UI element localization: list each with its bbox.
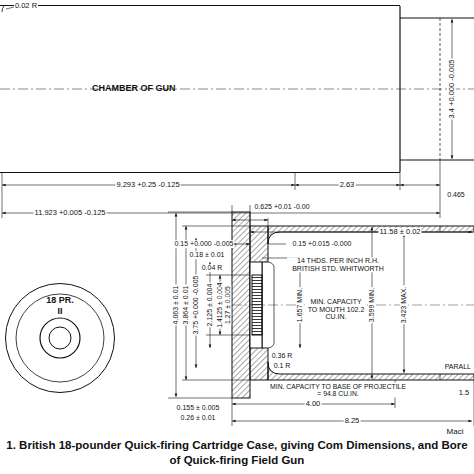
dimension-label: 11.923 +0.005 -0.125 bbox=[34, 209, 107, 217]
dimension-label: 0.625 +0.01 -0.00 bbox=[253, 203, 310, 211]
dimension-label: 3.75 +0.000 -0.005 bbox=[192, 275, 200, 336]
dimension-label: 0.36 R bbox=[271, 352, 294, 360]
dimension-label: 0.155 ± 0.005 bbox=[176, 404, 221, 412]
dimension-label: 3.599 MIN. bbox=[368, 287, 376, 323]
dimension-label: 14 THDS. PER INCH R.H. BRITISH STD. WHIT… bbox=[287, 257, 389, 272]
dimension-label: 0.26 ± 0.01 bbox=[180, 414, 217, 422]
dimension-label: MIN. CAPACITY TO BASE OF PROJECTILE = 94… bbox=[267, 383, 409, 398]
dimension-label: 2.125 ± 0.004 bbox=[206, 283, 214, 328]
node-text: 18 PR. bbox=[46, 295, 74, 306]
dimension-label: 1.5 bbox=[458, 389, 470, 397]
dimension-label: 2.63 bbox=[339, 181, 356, 189]
node-text: II bbox=[57, 306, 62, 317]
dimension-label: MIN. CAPACITY TO MOUTH 102.2 CU.IN. bbox=[305, 298, 367, 321]
dimension-label: 8.25 bbox=[344, 417, 361, 425]
dimension-label: 1.4125 ± 0.004 bbox=[216, 281, 223, 328]
dimension-label: 9.293 +0.25 -0.125 bbox=[115, 181, 180, 189]
dimension-label: 1.27 ± 0.005 bbox=[224, 285, 231, 325]
dimension-label: 0.15 +0.000 -0.005 bbox=[174, 240, 235, 248]
dimension-label: Maci bbox=[446, 428, 465, 437]
chamber-band: CHAMBER OF GUN bbox=[0, 5, 400, 173]
dimension-label: 0.465 bbox=[446, 191, 466, 199]
dimension-label: 0.18 ± 0.01 bbox=[189, 251, 226, 259]
dimension-label: 4.00 bbox=[305, 400, 322, 408]
dimension-label: 0.1 R bbox=[273, 362, 292, 370]
case-base-circle: 18 PR.II bbox=[5, 283, 115, 393]
dimension-label: 11.58 ± 0.02 bbox=[378, 228, 421, 236]
node-text: CHAMBER OF GUN bbox=[92, 83, 176, 94]
dimension-label: 4.063 ± 0.01 bbox=[172, 285, 180, 326]
dimension-label: 3.4 +0.000 -0.005 bbox=[448, 58, 456, 119]
dimension-label: 1.657 MIN. bbox=[296, 287, 304, 323]
figure-caption: 1. British 18-pounder Quick-firing Cartr… bbox=[4, 438, 470, 468]
dimension-label: 0.15 +0.015 -0.000 bbox=[292, 240, 353, 248]
dimension-label: 0.04 R bbox=[201, 264, 224, 272]
dimension-label: 0.02 R bbox=[14, 2, 38, 10]
dimension-label: 3.423 MAX. bbox=[400, 286, 408, 325]
dimension-label: 3.864 ± 0.01 bbox=[182, 285, 190, 326]
dimension-label: PARALL bbox=[444, 363, 472, 371]
